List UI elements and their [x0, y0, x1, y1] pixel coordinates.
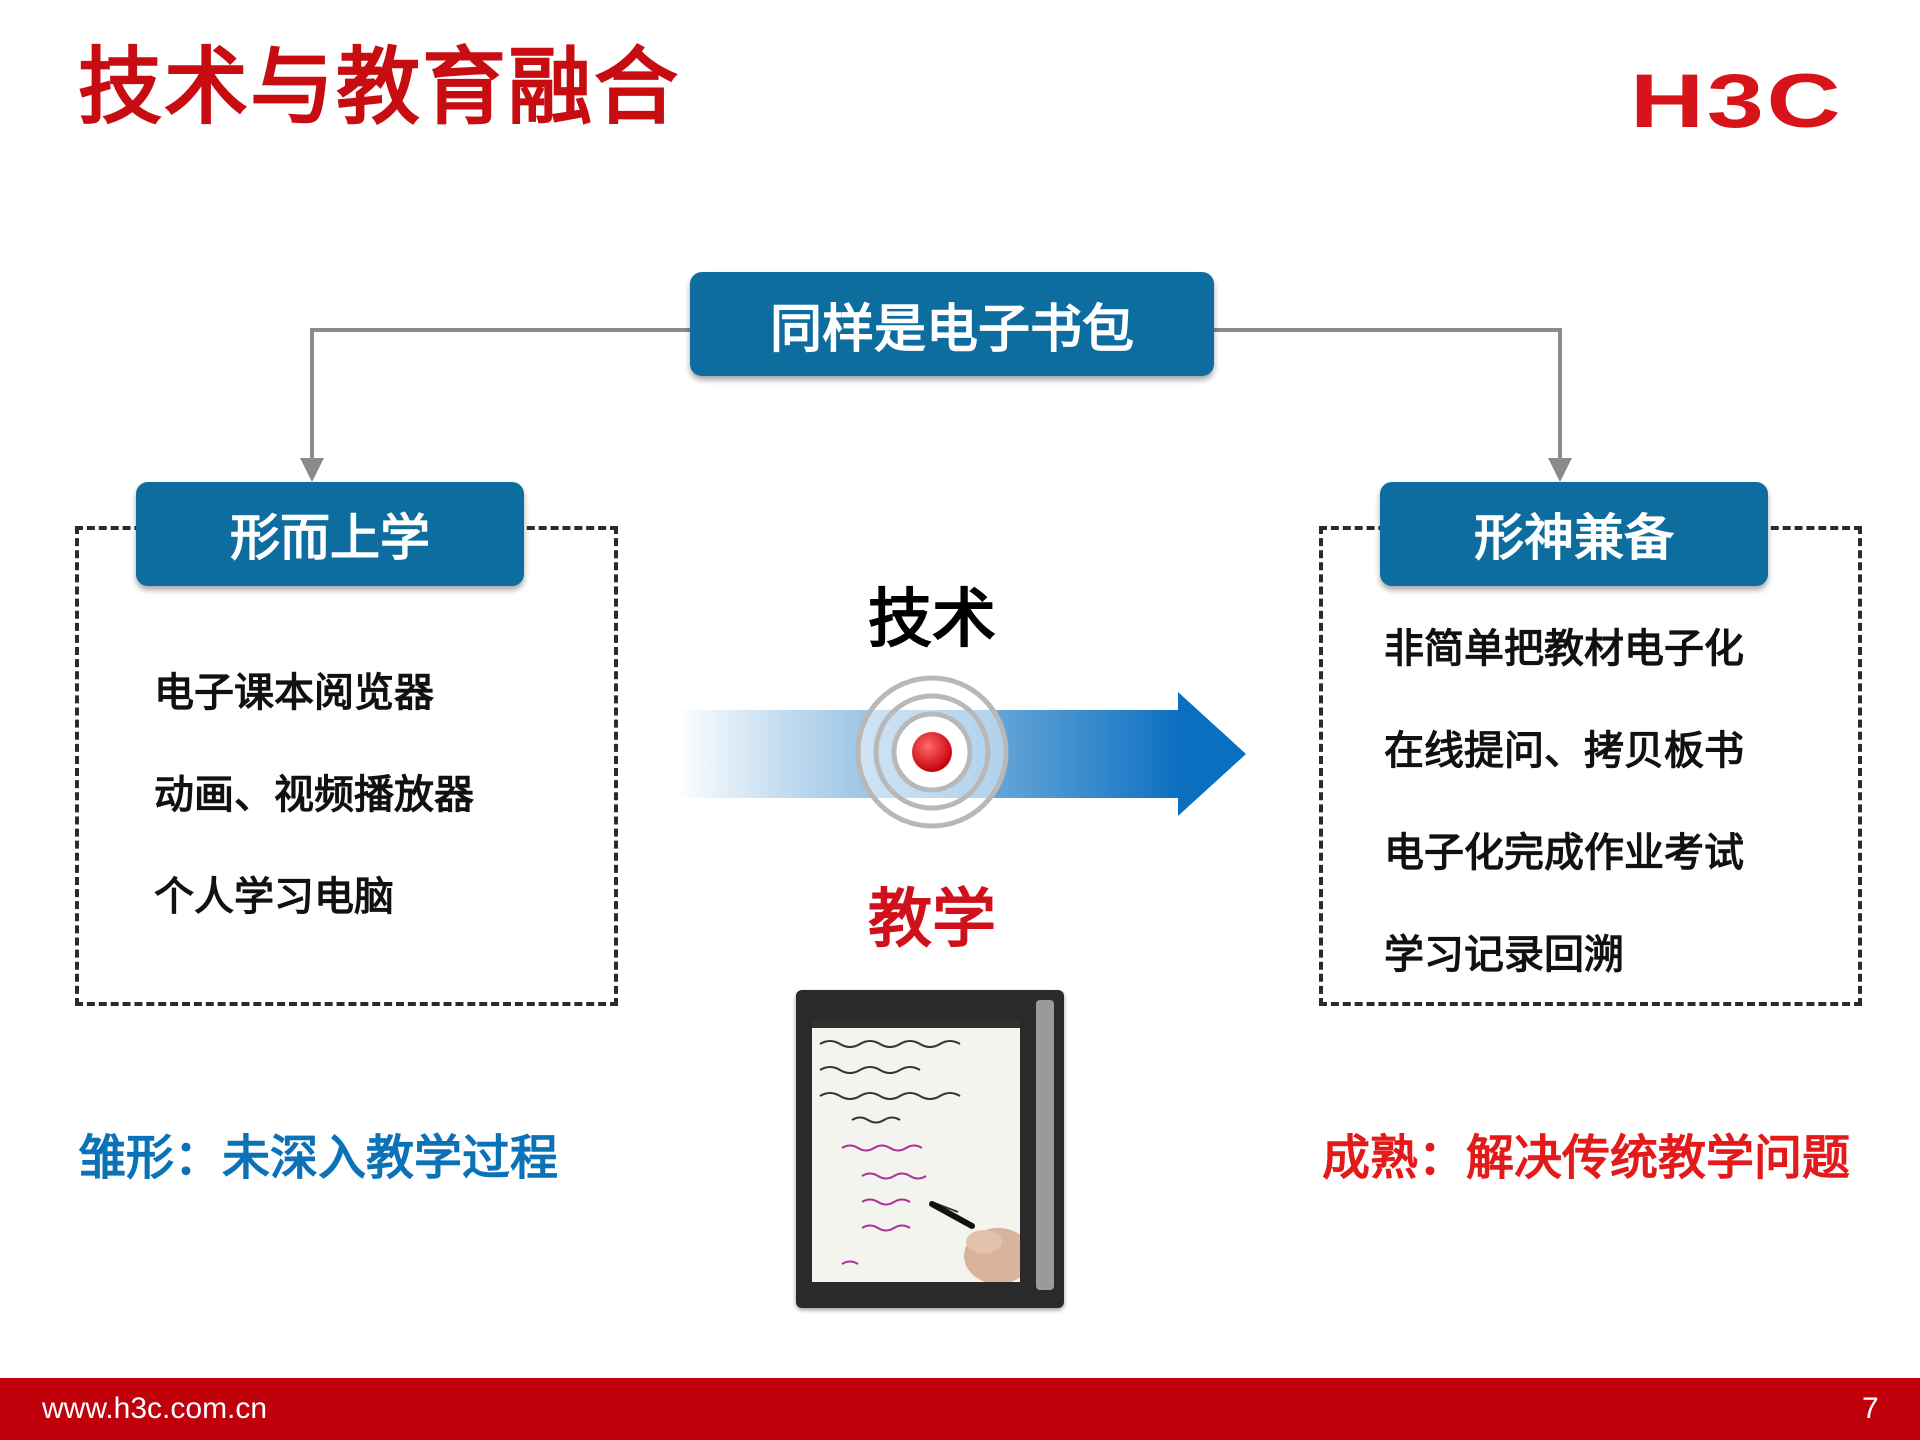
page-title: 技术与教育融合: [78, 38, 681, 136]
label-technology: 技术: [868, 583, 996, 657]
target-icon: [855, 675, 1009, 829]
left-item: 个人学习电脑: [154, 874, 394, 920]
footer-bar: [0, 1378, 1920, 1440]
label-teaching: 教学: [868, 883, 996, 957]
pen-tablet-image: [796, 990, 1064, 1308]
caption-mature: 成熟：解决传统教学问题: [1322, 1130, 1851, 1186]
left-item: 电子课本阅览器: [154, 670, 434, 716]
page-number: 7: [1862, 1392, 1879, 1425]
right-item: 在线提问、拷贝板书: [1384, 728, 1744, 774]
tablet-screen: [812, 1020, 1020, 1282]
right-item: 电子化完成作业考试: [1384, 830, 1744, 876]
h3c-logo: H3C: [1630, 59, 1844, 144]
handwriting-sketch: [812, 1020, 1020, 1282]
connector-left: [300, 318, 738, 482]
right-item: 学习记录回溯: [1384, 932, 1624, 978]
tablet-frame-edge: [1036, 1000, 1054, 1290]
footer-url[interactable]: www.h3c.com.cn: [42, 1392, 268, 1425]
node-left: 形而上学: [136, 482, 524, 586]
right-item: 非简单把教材电子化: [1384, 626, 1744, 672]
node-top: 同样是电子书包: [690, 272, 1214, 376]
left-item: 动画、视频播放器: [154, 772, 474, 818]
node-right: 形神兼备: [1380, 482, 1768, 586]
caption-prototype: 雏形：未深入教学过程: [78, 1130, 559, 1186]
